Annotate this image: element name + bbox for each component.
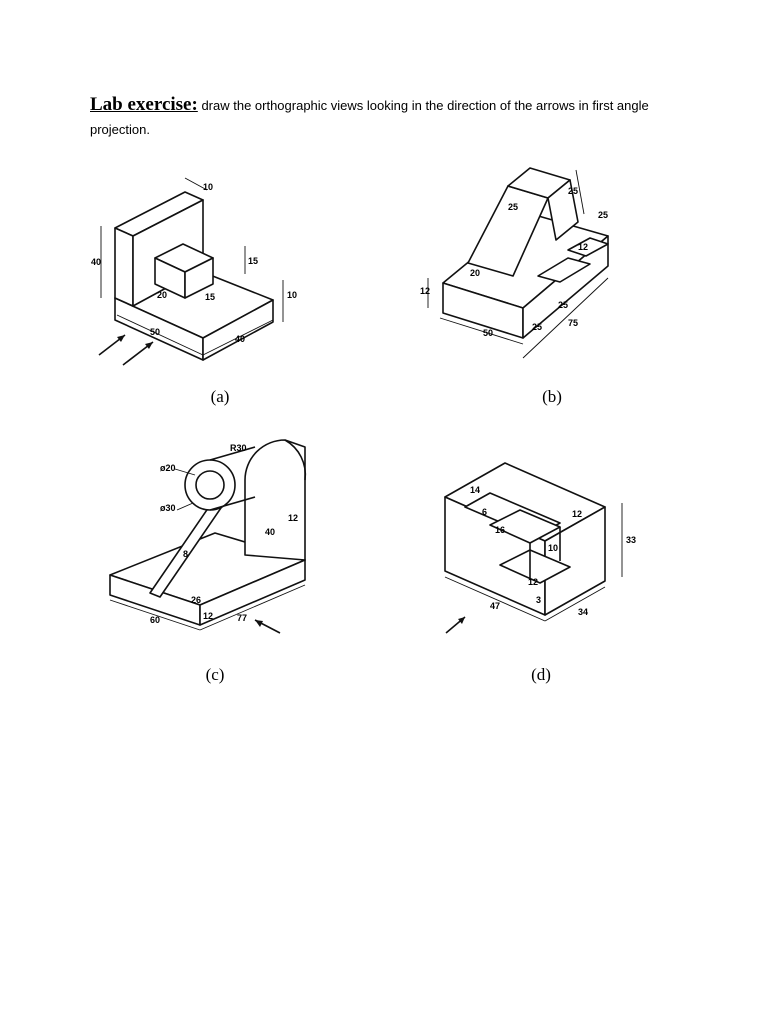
fig-c-dim: 8 [183,549,188,559]
fig-b-dim: 25 [532,322,542,332]
fig-b-dim: 25 [598,210,608,220]
fig-c-boss-edge [209,496,256,511]
fig-b-step-top [567,237,609,257]
fig-a-dim-line [184,177,208,191]
fig-d-dim-line [444,576,546,622]
fig-d-step-3 [499,549,571,584]
fig-a-base-side [202,299,274,361]
fig-d-dim: 14 [470,485,480,495]
fig-c-dim: ø30 [160,503,176,513]
view-arrow-icon [255,620,263,627]
fig-a-cube-side [184,257,214,299]
fig-a-dim: 20 [157,290,167,300]
fig-b-dim-line [522,277,609,359]
fig-c-boss-hole [195,470,225,500]
fig-c-dim: 60 [150,615,160,625]
fig-c-upright-arc [284,439,307,481]
fig-d-dim: 12 [572,509,582,519]
figure-a-drawing: 10 40 15 10 20 15 50 40 [91,177,297,366]
view-arrow-icon [117,335,125,342]
fig-b-dim-line [439,317,524,345]
fig-b-slot [537,257,591,283]
fig-b-dim: 50 [483,328,493,338]
fig-a-dim: 50 [150,327,160,337]
fig-d-dim: 47 [490,601,500,611]
fig-b-dim: 12 [420,286,430,296]
fig-a-dim-line [202,319,274,356]
fig-c-leader [176,502,194,511]
fig-b-dim: 25 [568,186,578,196]
fig-c-upright [244,439,306,561]
fig-d-dim: 6 [482,507,487,517]
figure-d-drawing: 14 16 6 10 12 12 3 33 47 34 [444,462,636,634]
fig-d-dim: 33 [626,535,636,545]
fig-d-dim: 3 [536,595,541,605]
figure-c-drawing: R30 ø20 12 ø30 40 8 12 26 60 77 [109,439,307,634]
fig-a-dim-line [116,314,204,356]
fig-d-dim: 16 [495,525,505,535]
fig-d-dim-line [544,586,606,622]
view-arrow-icon [145,342,153,349]
fig-c-dim: ø20 [160,463,176,473]
fig-d-dim: 12 [528,577,538,587]
fig-b-dim: 25 [508,202,518,212]
fig-a-dim: 40 [235,334,245,344]
fig-c-dim: 40 [265,527,275,537]
fig-b-dim: 75 [568,318,578,328]
view-arrow-icon [458,617,465,624]
fig-c-leader [174,468,196,476]
fig-d-dim: 10 [548,543,558,553]
figure-d: 14 16 6 10 12 12 3 33 47 34 [440,455,640,640]
caption-d: (d) [531,665,551,684]
fig-a-dim: 10 [287,290,297,300]
fig-c-dim-line [199,584,306,631]
fig-c-dim: R30 [230,443,247,453]
fig-c-dim: 12 [203,611,213,621]
fig-a-dim: 15 [205,292,215,302]
fig-b-dim: 12 [578,242,588,252]
caption-b: (b) [542,387,562,406]
exercise-heading: Lab exercise: draw the orthographic view… [90,93,690,142]
fig-c-dim: 77 [237,613,247,623]
caption-a: (a) [210,387,230,406]
fig-d-dim: 34 [578,607,588,617]
fig-b-dim: 25 [558,300,568,310]
figure-c: R30 ø20 12 ø30 40 8 12 26 60 77 [105,425,320,645]
fig-a-wall-front [114,227,134,307]
fig-b-dim: 20 [470,268,480,278]
heading-instruction: draw the orthographic views looking in t… [90,98,649,137]
figure-b-drawing: 25 25 25 12 12 20 50 25 25 75 [420,167,609,359]
fig-c-dim-line [109,599,201,631]
caption-c: (c) [205,665,225,684]
fig-a-dim: 10 [203,182,213,192]
fig-c-boss-edge [209,446,256,461]
fig-a-dim: 40 [91,257,101,267]
fig-b-dim-line [575,169,585,215]
figure-a: 10 40 15 10 20 15 50 40 [91,170,305,370]
fig-b-block-side [547,179,579,241]
fig-c-base-side [199,559,306,626]
fig-a-dim: 15 [248,256,258,266]
fig-c-dim: 12 [288,513,298,523]
figure-b: 25 25 25 12 12 20 50 25 25 75 [418,158,628,373]
fig-b-base-side [522,235,609,339]
heading-title: Lab exercise: [90,94,198,115]
fig-c-dim: 26 [191,595,201,605]
